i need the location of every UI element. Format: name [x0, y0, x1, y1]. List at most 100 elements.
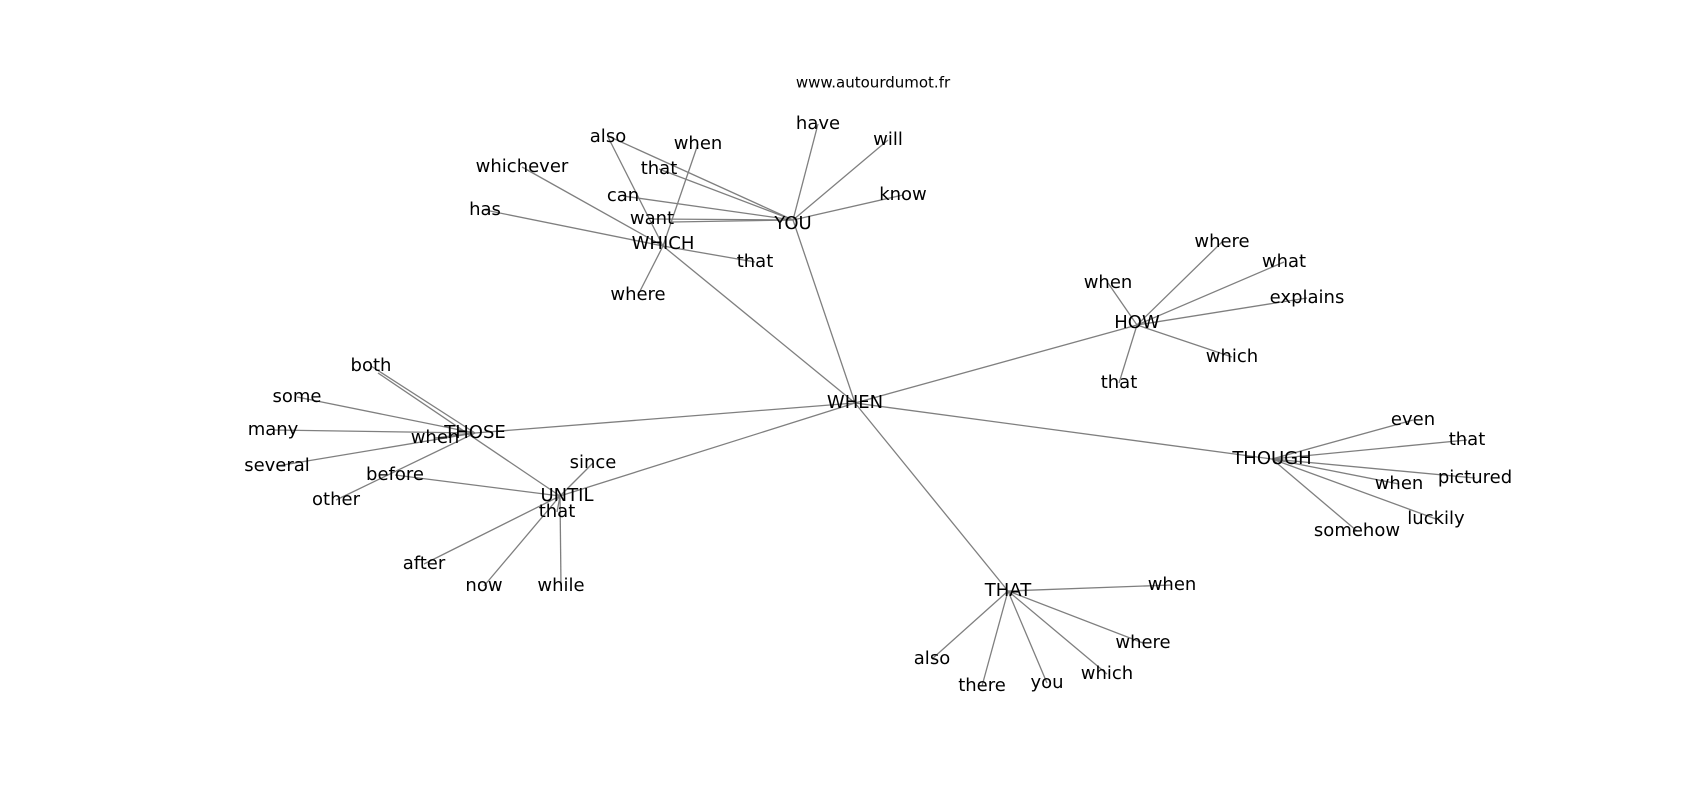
edge-though-even	[1271, 419, 1414, 460]
edge-though-luckily	[1271, 458, 1437, 520]
edge-until-while	[559, 495, 562, 587]
word-until-now: now	[465, 575, 502, 596]
word-that-which: which	[1081, 663, 1133, 684]
edge-how-that	[1118, 324, 1138, 384]
word-until-since: since	[570, 452, 617, 473]
edge-those-several	[276, 432, 476, 467]
edge-that-when	[1007, 584, 1173, 592]
word-which-also: also	[590, 126, 626, 147]
label-layer: www.autourdumot.fr WHEN YOU have will know th…	[244, 74, 1512, 697]
word-though-that: that	[1449, 429, 1486, 450]
word-you-want: want	[630, 208, 674, 229]
word-which-whichever: whichever	[476, 156, 569, 177]
word-which-that: that	[737, 251, 774, 272]
word-how-what: what	[1262, 251, 1306, 272]
hub-word-those: THOSE	[443, 422, 506, 443]
edge-which-where	[637, 245, 664, 296]
word-those-both: both	[351, 355, 392, 376]
word-that-when: when	[1148, 574, 1197, 595]
edge-until-after	[423, 495, 561, 565]
word-how-when: when	[1084, 272, 1133, 293]
edge-you-know	[792, 194, 904, 221]
word-those-several: several	[244, 455, 310, 476]
word-though-pictured: pictured	[1438, 467, 1512, 488]
edge-though-that	[1271, 439, 1468, 460]
edge-when-how	[854, 324, 1138, 404]
word-though-somehow: somehow	[1314, 520, 1400, 541]
edge-those-both	[370, 365, 476, 434]
word-until-before: before	[366, 464, 424, 485]
word-you-will: will	[873, 129, 903, 150]
hub-word-that: THAT	[984, 580, 1032, 601]
edge-when-until	[559, 402, 856, 497]
hub-word-how: HOW	[1114, 312, 1160, 333]
word-that-you: you	[1030, 672, 1063, 693]
edge-which-has	[484, 209, 664, 247]
word-that-there: there	[958, 675, 1006, 696]
edge-though-when	[1271, 458, 1400, 485]
edge-until-both	[377, 372, 561, 497]
edge-how-which	[1136, 324, 1233, 358]
word-how-explains: explains	[1270, 287, 1345, 308]
edge-layer	[272, 123, 1476, 687]
word-how-where: where	[1194, 231, 1249, 252]
edge-how-what	[1136, 261, 1285, 326]
word-you-have: have	[796, 113, 840, 134]
edge-which-that	[662, 245, 756, 263]
edge-which-whichever	[521, 166, 664, 247]
word-that-also: also	[914, 648, 950, 669]
edge-that-you	[1007, 590, 1048, 684]
hub-word-which: WHICH	[632, 233, 695, 254]
edge-though-somehow	[1271, 458, 1358, 532]
edge-when-which	[662, 245, 856, 404]
edge-those-other	[335, 432, 476, 501]
center-word-when: WHEN	[827, 392, 883, 413]
edge-when-that	[854, 402, 1009, 592]
hub-word-until: UNTIL	[541, 485, 594, 506]
edge-you-also	[607, 135, 794, 221]
edge-until-now	[483, 495, 561, 587]
hub-word-though: THOUGH	[1231, 448, 1311, 469]
word-though-luckily: luckily	[1407, 508, 1465, 529]
edge-you-can	[622, 195, 794, 221]
edge-that-there	[981, 590, 1009, 687]
word-though-even: even	[1391, 409, 1435, 430]
word-that-where: where	[1115, 632, 1170, 653]
edge-those-some	[296, 396, 476, 434]
edge-until-before	[394, 474, 561, 497]
hub-word-you: YOU	[773, 213, 811, 234]
edge-that-which	[1007, 590, 1108, 675]
edge-you-that	[658, 168, 794, 221]
edge-which-also	[607, 136, 664, 247]
word-until-that: that	[539, 501, 576, 522]
word-until-while: while	[537, 575, 584, 596]
edge-when-though	[854, 402, 1273, 460]
word-those-other: other	[312, 489, 361, 510]
edge-those-many	[272, 429, 476, 434]
word-you-know: know	[879, 184, 927, 205]
word-which-has: has	[469, 199, 501, 220]
word-how-which: which	[1206, 346, 1258, 367]
word-those-many: many	[248, 419, 299, 440]
word-those-some: some	[273, 386, 322, 407]
edge-when-those	[474, 402, 856, 434]
word-which-when: when	[674, 133, 723, 154]
edge-how-explains	[1136, 297, 1308, 326]
word-which-where: where	[610, 284, 665, 305]
edge-you-have	[792, 123, 819, 221]
edge-which-when	[662, 143, 699, 247]
edge-though-pictured	[1271, 458, 1476, 479]
word-though-when: when	[1375, 473, 1424, 494]
word-those-when: when	[411, 427, 460, 448]
edge-how-when	[1107, 282, 1138, 326]
edge-until-since	[559, 462, 594, 497]
edge-that-also	[931, 590, 1009, 660]
edge-when-you	[792, 219, 856, 404]
watermark: www.autourdumot.fr	[796, 74, 951, 92]
edge-that-where	[1007, 590, 1144, 644]
edge-you-when	[671, 219, 794, 223]
word-until-after: after	[403, 553, 446, 574]
word-you-that: that	[641, 158, 678, 179]
edge-how-where	[1136, 241, 1223, 326]
